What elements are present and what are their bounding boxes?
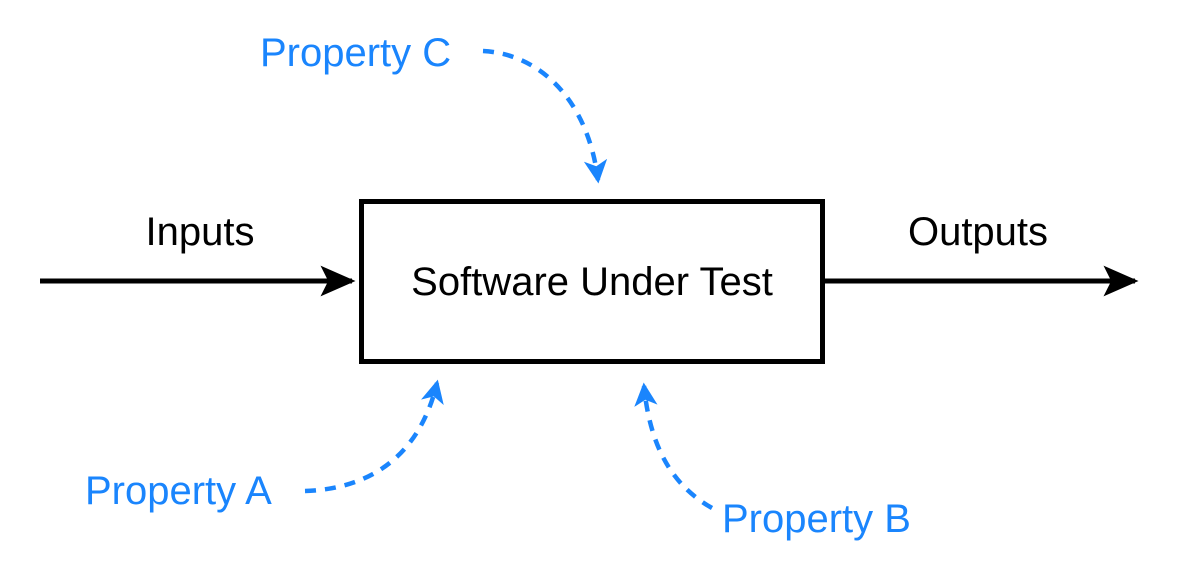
property-a-label: Property A: [85, 469, 272, 513]
sut-box-outline: [359, 199, 825, 364]
property-b-annotation: Property B: [634, 382, 911, 541]
property-a-annotation: Property A: [85, 379, 444, 513]
property-c-annotation: Property C: [260, 31, 608, 184]
software-under-test-box: Software Under Test: [359, 199, 825, 364]
outputs-label: Outputs: [908, 210, 1048, 254]
property-c-arrow: [482, 48, 608, 184]
property-a-arrow: [304, 379, 444, 494]
inputs-label: Inputs: [146, 210, 255, 254]
outputs-flow: Outputs: [824, 210, 1139, 297]
sut-box-label: Software Under Test: [411, 260, 773, 304]
property-c-label: Property C: [260, 31, 451, 75]
property-b-label: Property B: [722, 497, 911, 541]
property-b-arrow: [634, 382, 714, 510]
inputs-flow: Inputs: [40, 210, 356, 297]
